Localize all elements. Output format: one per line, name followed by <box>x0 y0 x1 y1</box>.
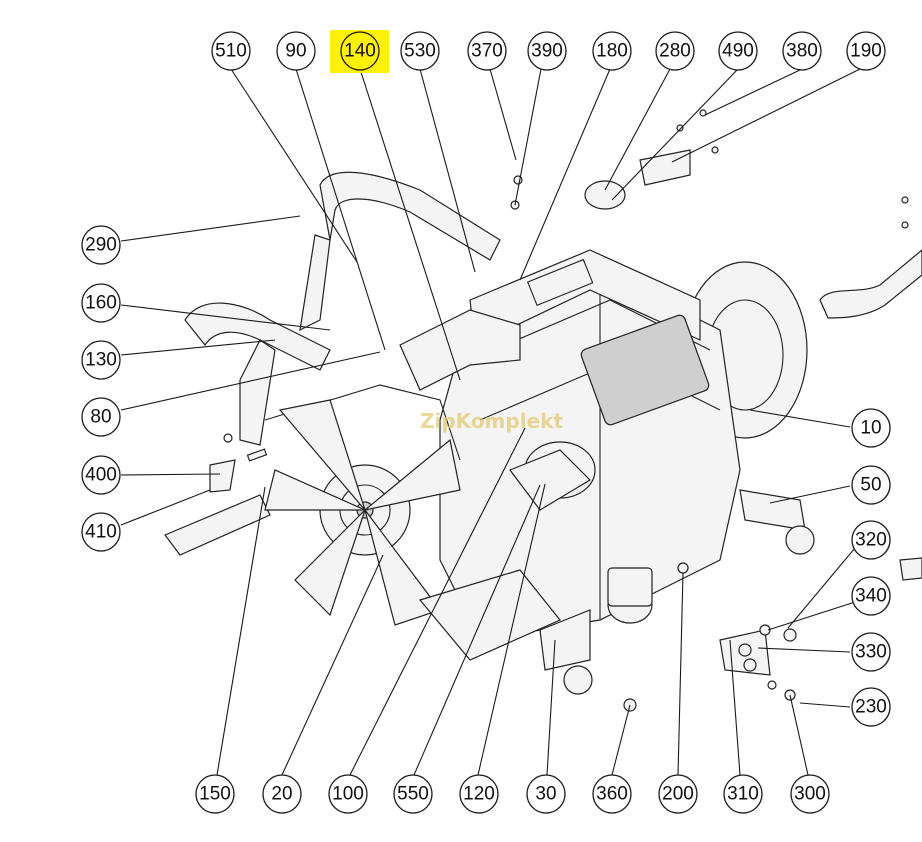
svg-text:120: 120 <box>463 784 495 805</box>
callout-290[interactable]: 290 <box>81 225 121 265</box>
svg-text:10: 10 <box>860 418 881 439</box>
svg-text:230: 230 <box>855 697 887 718</box>
svg-text:530: 530 <box>404 41 436 62</box>
callout-80[interactable]: 80 <box>81 397 121 437</box>
callout-50[interactable]: 50 <box>851 465 891 505</box>
svg-text:130: 130 <box>85 350 117 371</box>
callout-400[interactable]: 400 <box>81 455 121 495</box>
svg-text:290: 290 <box>85 235 117 256</box>
svg-text:380: 380 <box>786 41 818 62</box>
engine-illustration <box>164 109 922 712</box>
callout-130[interactable]: 130 <box>81 340 121 380</box>
callout-180[interactable]: 180 <box>592 31 632 71</box>
svg-text:390: 390 <box>531 41 563 62</box>
svg-text:400: 400 <box>85 465 117 486</box>
callout-530[interactable]: 530 <box>400 31 440 71</box>
callout-230[interactable]: 230 <box>851 687 891 727</box>
watermark-text: ZipKomplekt <box>420 409 563 433</box>
callout-30[interactable]: 30 <box>526 774 566 814</box>
leader-lines <box>120 68 861 776</box>
svg-text:310: 310 <box>727 784 759 805</box>
svg-text:100: 100 <box>332 784 364 805</box>
callout-390[interactable]: 390 <box>527 31 567 71</box>
callout-330[interactable]: 330 <box>851 632 891 672</box>
svg-text:180: 180 <box>596 41 628 62</box>
svg-text:200: 200 <box>662 784 694 805</box>
callout-510[interactable]: 510 <box>211 31 251 71</box>
callouts-bottom: 150 20 100 550 120 30 360 200 <box>195 774 830 814</box>
callout-20[interactable]: 20 <box>262 774 302 814</box>
svg-text:490: 490 <box>722 41 754 62</box>
callout-160[interactable]: 160 <box>81 283 121 323</box>
callout-150[interactable]: 150 <box>195 774 235 814</box>
svg-text:360: 360 <box>596 784 628 805</box>
svg-text:190: 190 <box>850 41 882 62</box>
callout-140[interactable]: 140 <box>340 31 380 71</box>
callout-550[interactable]: 550 <box>393 774 433 814</box>
svg-text:340: 340 <box>855 586 887 607</box>
callout-280[interactable]: 280 <box>655 31 695 71</box>
callout-100[interactable]: 100 <box>328 774 368 814</box>
callout-410[interactable]: 410 <box>81 512 121 552</box>
svg-text:140: 140 <box>344 41 376 62</box>
callout-360[interactable]: 360 <box>592 774 632 814</box>
callouts-right: 10 50 320 340 330 230 <box>851 408 891 727</box>
callout-10[interactable]: 10 <box>851 408 891 448</box>
callout-340[interactable]: 340 <box>851 576 891 616</box>
svg-text:80: 80 <box>90 407 111 428</box>
callout-300[interactable]: 300 <box>790 774 830 814</box>
callout-310[interactable]: 310 <box>723 774 763 814</box>
svg-text:550: 550 <box>397 784 429 805</box>
callouts-top: 510 90 140 530 370 390 180 280 <box>211 31 886 71</box>
callout-120[interactable]: 120 <box>459 774 499 814</box>
svg-text:370: 370 <box>471 41 503 62</box>
svg-text:20: 20 <box>271 784 292 805</box>
svg-text:90: 90 <box>285 41 306 62</box>
callout-320[interactable]: 320 <box>851 520 891 560</box>
callout-200[interactable]: 200 <box>658 774 698 814</box>
callout-90[interactable]: 90 <box>276 31 316 71</box>
callout-490[interactable]: 490 <box>718 31 758 71</box>
svg-text:280: 280 <box>659 41 691 62</box>
callout-190[interactable]: 190 <box>846 31 886 71</box>
svg-text:50: 50 <box>860 475 881 496</box>
callout-380[interactable]: 380 <box>782 31 822 71</box>
svg-text:160: 160 <box>85 293 117 314</box>
svg-text:320: 320 <box>855 530 887 551</box>
svg-text:150: 150 <box>199 784 231 805</box>
svg-text:410: 410 <box>85 522 117 543</box>
svg-text:30: 30 <box>535 784 556 805</box>
svg-text:330: 330 <box>855 642 887 663</box>
svg-text:300: 300 <box>794 784 826 805</box>
callouts-left: 290 160 130 80 400 410 <box>81 225 121 552</box>
svg-text:510: 510 <box>215 41 247 62</box>
callout-370[interactable]: 370 <box>467 31 507 71</box>
